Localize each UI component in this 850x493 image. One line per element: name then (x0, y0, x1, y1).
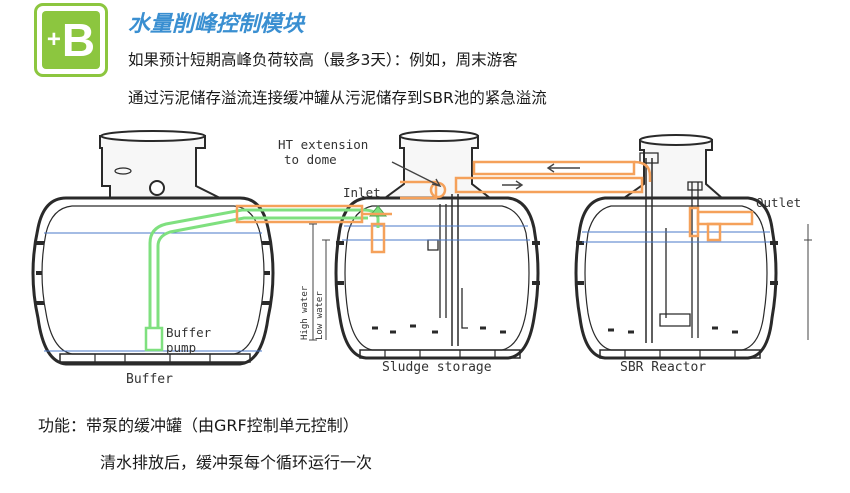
label-inlet: Inlet (343, 185, 381, 200)
function-line-2: 清水排放后，缓冲泵每个循环运行一次 (100, 453, 373, 472)
tank-system-diagram: HT extension to dome Inlet Outlet High w… (31, 130, 812, 387)
flow-arrows (391, 161, 580, 190)
label-high-water: High water (300, 285, 310, 340)
label-buffer-pump-2: pump (166, 340, 196, 355)
brand-logo: + B (34, 3, 108, 77)
sbr-reactor-tank (574, 134, 778, 360)
label-sbr-reactor: SBR Reactor (620, 360, 706, 375)
sludge-storage-tank (334, 130, 540, 360)
logo-badge: + B (42, 11, 100, 69)
label-buffer: Buffer (126, 372, 173, 387)
function-line-1: 功能：带泵的缓冲罐（由GRF控制单元控制） (38, 416, 359, 435)
intro-line-1: 如果预计短期高峰负荷较高（最多3天）：例如，周末游客 (128, 51, 518, 69)
label-low-water: Low water (315, 291, 325, 340)
level-dimension-lines (309, 223, 812, 341)
overflow-pipes (235, 160, 754, 254)
label-ht-extension: HT extension (278, 137, 368, 152)
label-outlet: Outlet (756, 195, 801, 210)
water-levels (44, 225, 770, 352)
intro-line-2: 通过污泥储存溢流连接缓冲罐从污泥储存到SBR池的紧急溢流 (128, 89, 547, 107)
label-to-dome: to dome (284, 152, 337, 167)
label-buffer-pump-1: Buffer (166, 325, 212, 340)
label-sludge-storage: Sludge storage (382, 360, 492, 375)
logo-letter: B (61, 14, 96, 66)
page-title: 水量削峰控制模块 (128, 12, 305, 37)
logo-plus-symbol: + (46, 26, 61, 53)
